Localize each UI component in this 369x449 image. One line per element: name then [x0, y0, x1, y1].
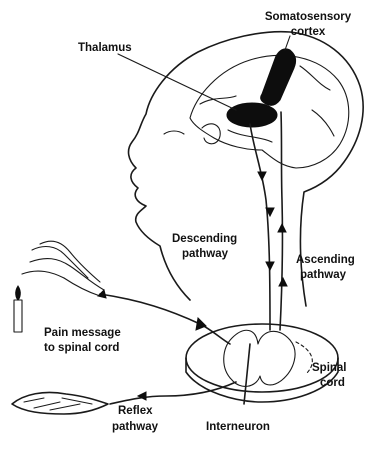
- descending-arrow-1: [258, 172, 266, 180]
- ascending-pathway-line: [280, 112, 282, 330]
- label-interneuron: Interneuron: [206, 421, 270, 433]
- thalamus-shape: [227, 103, 277, 127]
- somatosensory-cortex-shape: [261, 49, 296, 105]
- label-descending-pathway: pathway: [182, 248, 229, 260]
- descending-arrow-3: [266, 262, 274, 270]
- candle-flame: [16, 286, 21, 300]
- cortex-leader: [285, 36, 290, 50]
- label-ascending: Ascending: [296, 254, 355, 266]
- ascending-arrow-1: [278, 224, 286, 232]
- label-ascending-pathway: pathway: [300, 269, 347, 281]
- label-cord: cord: [320, 377, 345, 389]
- label-thalamus: Thalamus: [78, 42, 132, 54]
- muscle-illustration: [12, 392, 108, 414]
- candle-shape: [14, 300, 22, 332]
- label-spinal: Spinal: [312, 362, 347, 374]
- thalamus-leader: [118, 54, 236, 110]
- label-cortex: cortex: [291, 26, 326, 38]
- label-reflex-pathway: pathway: [112, 421, 159, 433]
- label-somatosensory: Somatosensory: [265, 11, 352, 23]
- label-pain-message: Pain message: [44, 327, 121, 339]
- hand-illustration: [14, 241, 104, 332]
- label-to-spinal-cord: to spinal cord: [44, 342, 119, 354]
- interneuron-line: [244, 344, 250, 404]
- label-descending: Descending: [172, 233, 237, 245]
- ascending-arrow-2: [279, 278, 287, 286]
- label-reflex: Reflex: [118, 405, 153, 417]
- descending-pathway-line: [250, 124, 270, 330]
- pain-arrow-2: [196, 318, 206, 330]
